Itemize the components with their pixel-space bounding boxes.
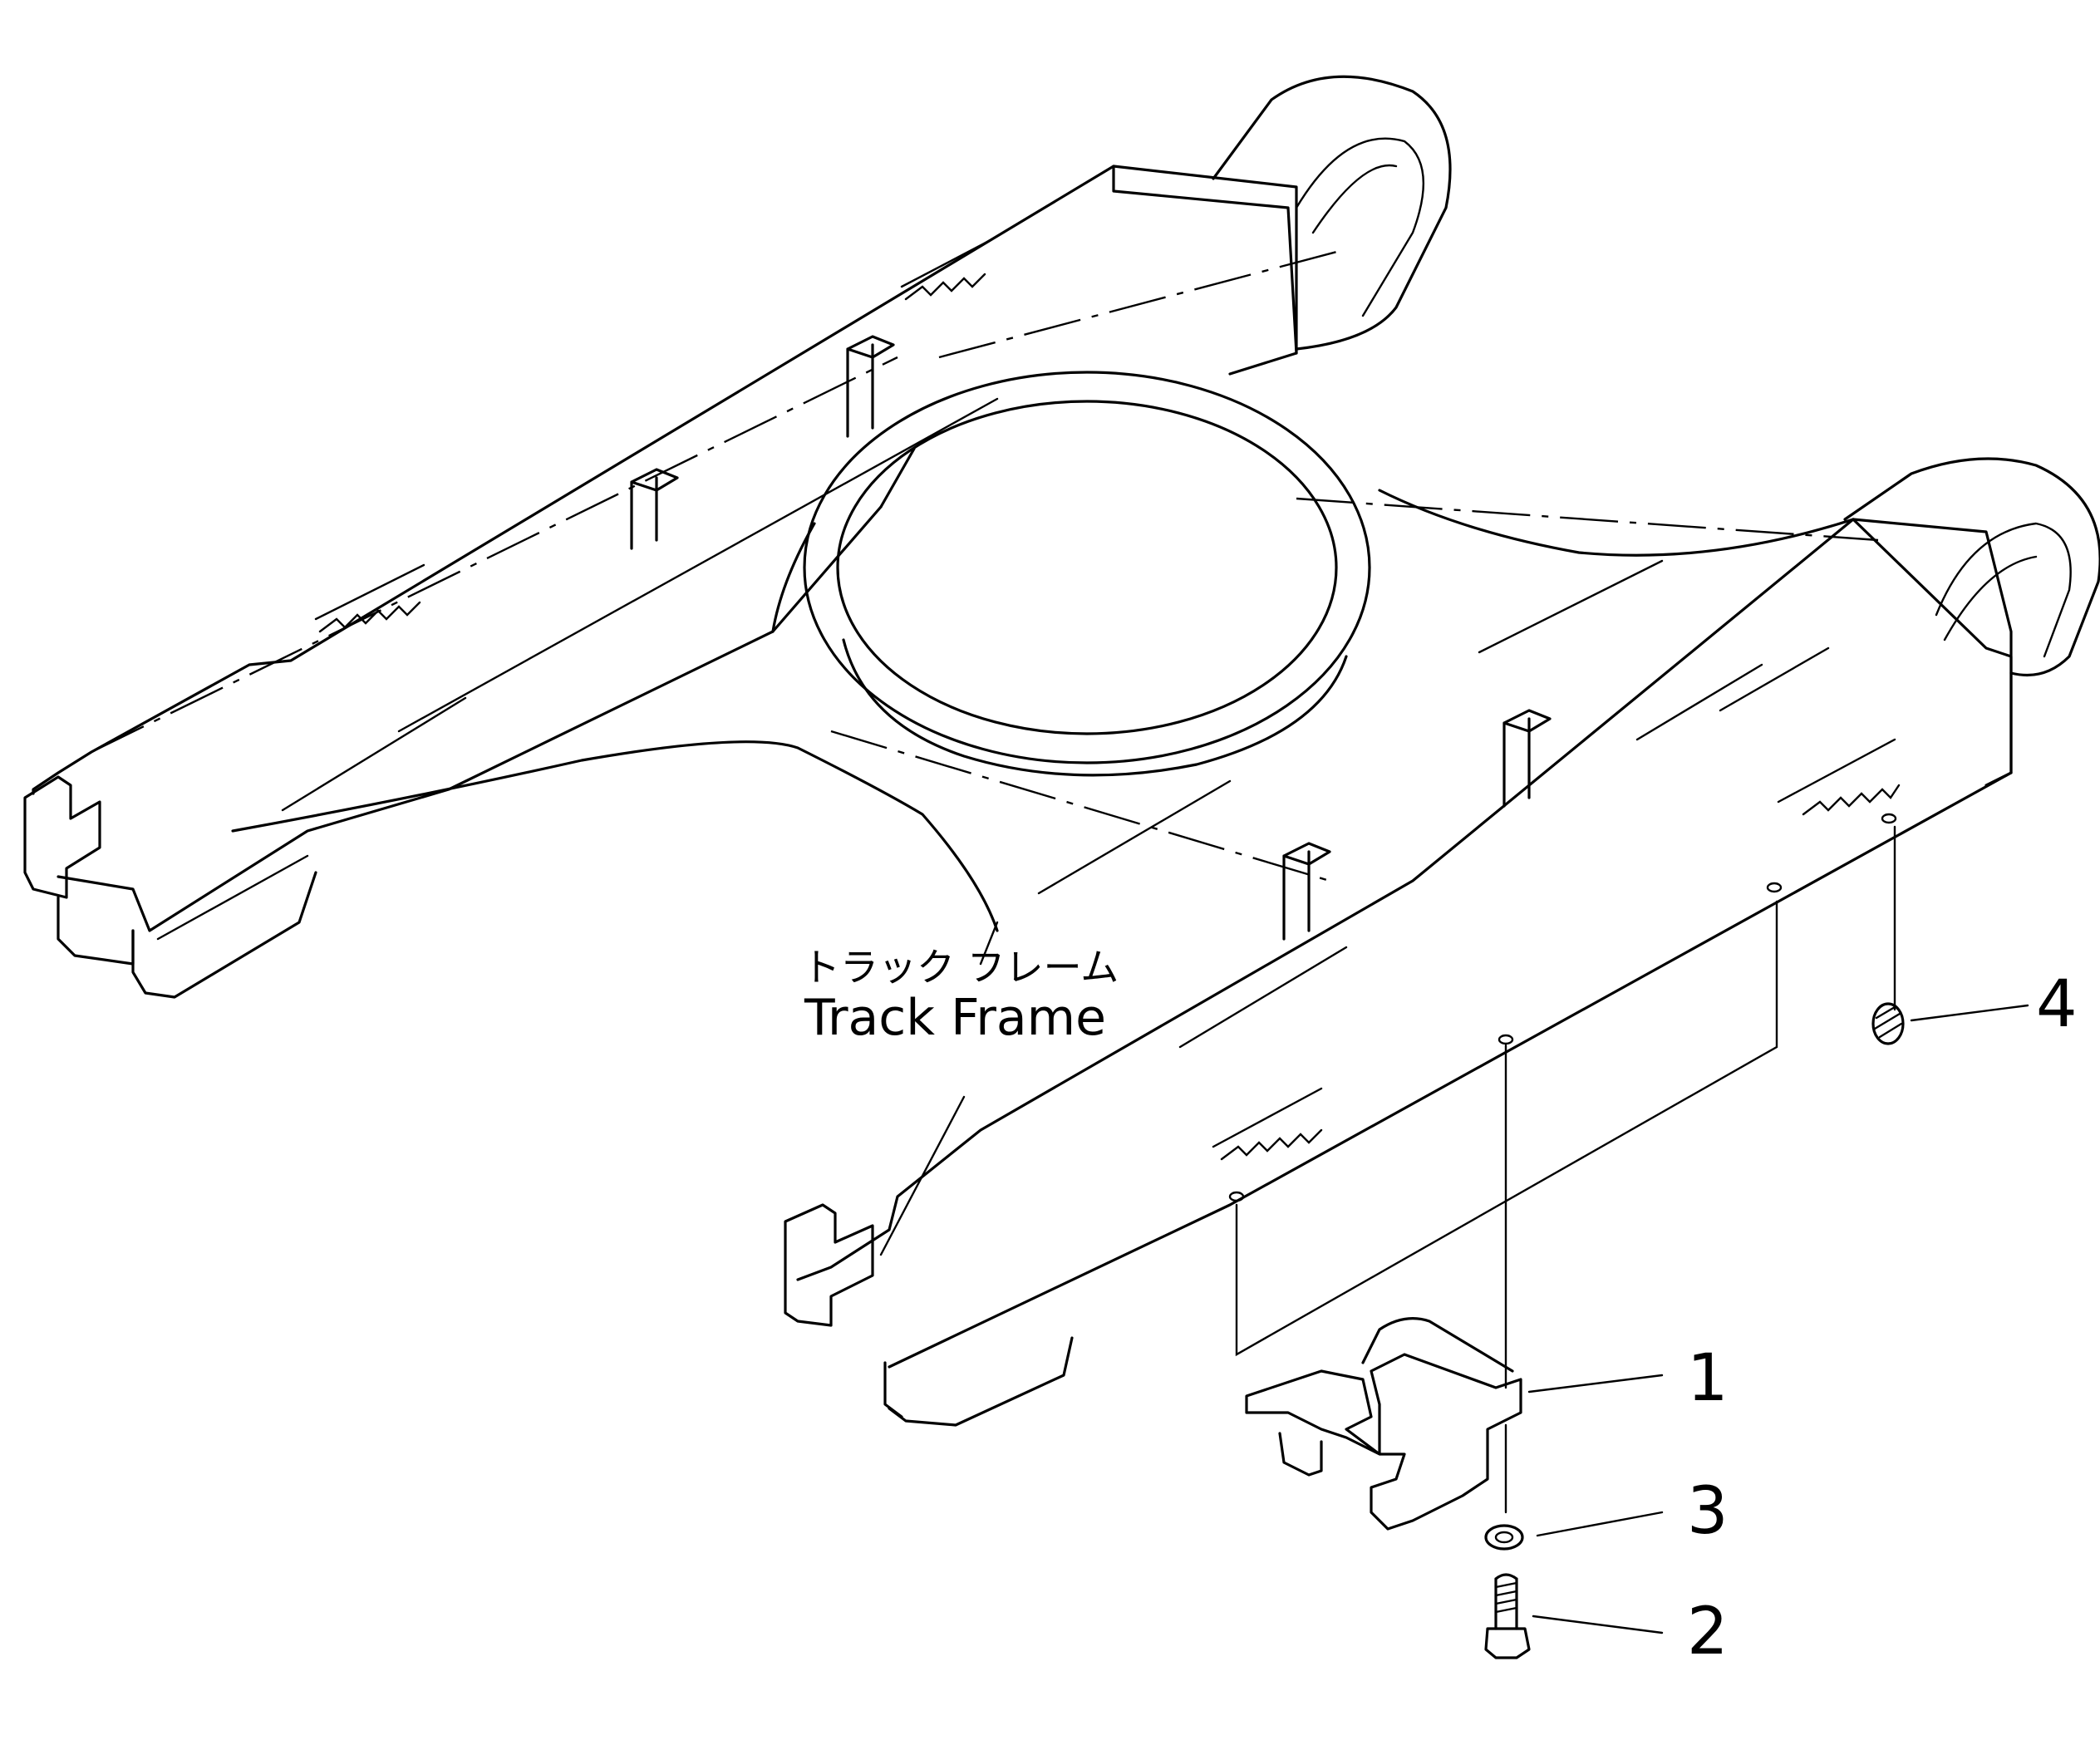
swing-circle-outer [803, 371, 1371, 764]
right-front-bracket [784, 1203, 874, 1327]
part-1-track-guard [1245, 1317, 1522, 1531]
text-labels: トラック フレーム Track Frame 1 2 3 4 [802, 945, 2078, 1669]
left-front-bracket [23, 775, 101, 899]
bolt-threads [1494, 1581, 1518, 1614]
track-guard-body [1245, 1353, 1522, 1531]
left-side-frame-bottom-skirt [131, 871, 317, 999]
track-frame-label-en: Track Frame [804, 989, 1106, 1047]
callout-2: 2 [1687, 1595, 1729, 1669]
bolt-head [1484, 1627, 1531, 1659]
left-front-bracket-lower [57, 896, 135, 966]
gusset-post-2 [630, 468, 679, 550]
track-guard-foot [1278, 1432, 1323, 1477]
right-side-frame-lower-edge [888, 771, 2013, 1369]
right-side-frame-inner-lines [1037, 559, 1830, 1049]
track-frame-drawing [23, 75, 2100, 1427]
track-guard-upper [1361, 1317, 1514, 1373]
left-side-frame-inner-line [156, 397, 999, 941]
callout-3: 3 [1687, 1474, 1729, 1549]
roller-pad-3 [1777, 738, 1901, 816]
left-side-frame-lower-edge [57, 505, 883, 932]
right-rear-yoke-inner [1935, 522, 2072, 658]
leader-4 [1910, 1004, 2029, 1022]
left-rear-yoke-inner [1295, 137, 1425, 317]
washer-inner [1494, 1531, 1514, 1544]
part-4-plug [1871, 1002, 1905, 1045]
plug-hatch [1873, 1005, 1903, 1039]
mount-hole-2 [1498, 1034, 1514, 1045]
mount-hole-3 [1766, 882, 1783, 893]
right-rear-yoke-end-plate [1852, 518, 2013, 787]
track-frame-label-ja: トラック フレーム [802, 945, 1119, 990]
gusset-post-4 [1282, 842, 1331, 941]
part-2-bolt [1484, 1573, 1531, 1659]
left-rear-yoke [1212, 75, 1452, 351]
roller-pad-1 [900, 239, 991, 301]
leader-track-frame [879, 921, 999, 1256]
assembly-lines [1235, 825, 1896, 1514]
callout-1: 1 [1687, 1341, 1729, 1416]
leader-1 [1527, 1374, 1664, 1393]
leader-3 [1536, 1511, 1664, 1537]
roller-pad-2 [314, 563, 425, 633]
right-side-frame-top-edge [796, 518, 2013, 1281]
roller-pad-4 [1212, 1087, 1323, 1161]
mount-hole-1 [1228, 1191, 1245, 1202]
leader-2 [1532, 1615, 1664, 1634]
swing-circle-inner [836, 400, 1338, 735]
callout-4: 4 [2036, 967, 2078, 1042]
left-rear-yoke-block [1112, 165, 1298, 376]
right-side-frame-bottom-skirt [888, 1336, 1074, 1427]
plug-body [1871, 1002, 1905, 1045]
center-line-long [91, 248, 1879, 754]
gusset-post-3 [1502, 709, 1552, 808]
swing-circle-skirt [842, 638, 1348, 777]
washer-outer [1484, 1524, 1524, 1551]
part-3-washer [1484, 1524, 1524, 1551]
center-cross-member [231, 447, 1855, 932]
right-front-bracket-lower [883, 1361, 903, 1418]
gusset-post-1 [846, 335, 895, 438]
leader-lines [879, 921, 2029, 1634]
mount-hole-4 [1881, 813, 1897, 824]
right-rear-yoke [1843, 457, 2100, 677]
left-side-frame-top-edge [32, 165, 1298, 795]
